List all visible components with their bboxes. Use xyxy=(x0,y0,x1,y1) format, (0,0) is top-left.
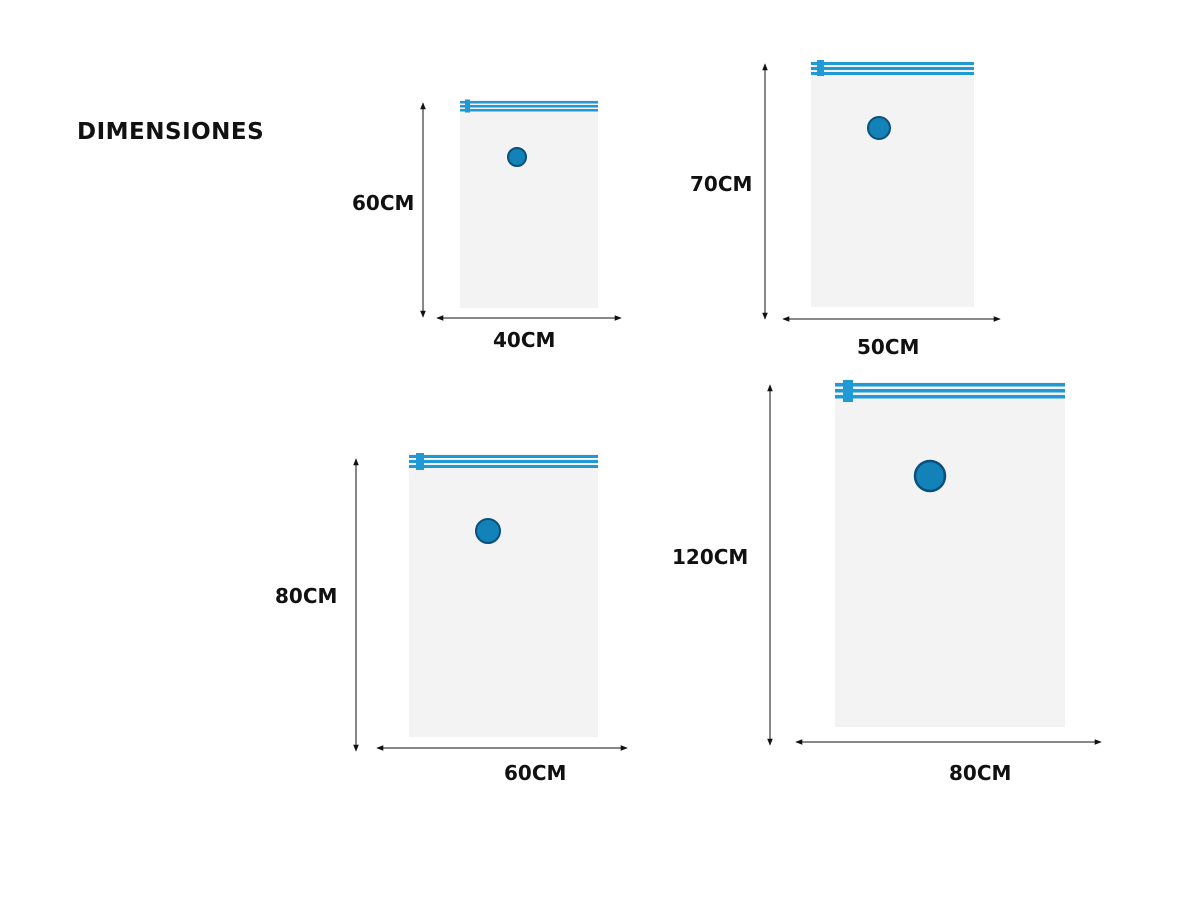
valve-icon xyxy=(867,116,891,140)
zipper-strip xyxy=(409,453,598,470)
width-label: 50CM xyxy=(857,335,919,359)
bag-body xyxy=(409,454,598,737)
zipper-strip xyxy=(460,99,598,113)
zipper-strip xyxy=(811,60,974,76)
height-label: 60CM xyxy=(352,191,414,215)
height-label: 120CM xyxy=(672,545,748,569)
page-title: DIMENSIONES xyxy=(77,119,265,145)
bag-body xyxy=(811,62,974,307)
bag-large: 80CM 60CM xyxy=(275,453,628,785)
height-label: 70CM xyxy=(690,172,752,196)
width-label: 40CM xyxy=(493,328,555,352)
bag-xlarge: 120CM 80CM xyxy=(672,380,1102,785)
width-label: 80CM xyxy=(949,761,1011,785)
width-label: 60CM xyxy=(504,761,566,785)
valve-icon xyxy=(507,147,527,167)
bag-body xyxy=(460,100,598,308)
valve-icon xyxy=(475,518,501,544)
bag-small: 60CM 40CM xyxy=(352,99,622,352)
valve-icon xyxy=(913,459,947,493)
height-label: 80CM xyxy=(275,584,337,608)
zipper-strip xyxy=(835,380,1065,402)
bag-body xyxy=(835,382,1065,727)
bag-medium: 70CM 50CM xyxy=(690,60,1001,359)
